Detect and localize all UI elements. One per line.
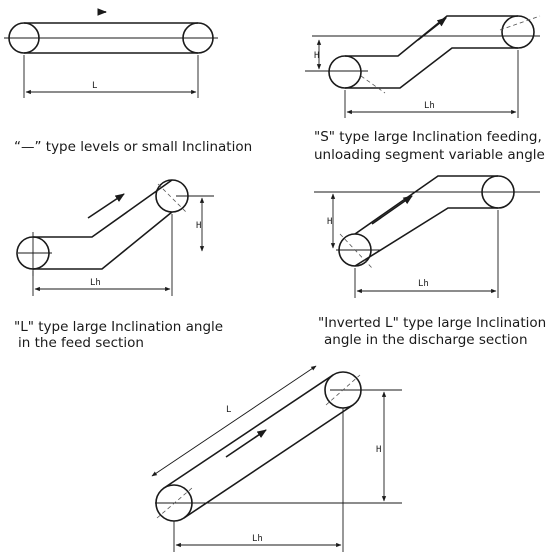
caption-horizontal: “—” type levels or small Inclination <box>14 139 253 155</box>
l-lower-belt <box>33 211 173 270</box>
s-direction-arrow <box>417 17 447 41</box>
caption-s-type-line2: unloading segment variable angle <box>314 147 545 163</box>
l-height-label: H <box>196 221 201 231</box>
horizontal-conveyor: L <box>4 8 218 98</box>
inclined-length-dimension <box>151 365 317 477</box>
inclined-height-label: H <box>376 445 381 455</box>
s-height-label: H <box>314 51 319 61</box>
inv-direction-arrow <box>371 195 413 225</box>
caption-l-type-line2: in the feed section <box>18 335 144 351</box>
length-label: L <box>92 81 97 91</box>
inverted-l-type-conveyor: H Lh <box>314 175 540 298</box>
l-direction-arrow <box>87 193 125 219</box>
caption-inverted-l-line1: "Inverted L" type large Inclination <box>318 315 547 331</box>
caption-inverted-l-line2: angle in the discharge section <box>324 332 528 348</box>
l-horizontal-length-label: Lh <box>90 278 101 288</box>
inclined-length-label: L <box>226 405 231 415</box>
inclined-conveyor: L H Lh <box>151 365 402 552</box>
inv-horizontal-length-label: Lh <box>418 279 429 289</box>
inv-height-label: H <box>327 217 332 227</box>
s-lower-belt <box>345 47 518 89</box>
inv-lower-belt <box>354 207 498 267</box>
s-horizontal-length-label: Lh <box>424 101 435 111</box>
s-tail-pulley <box>328 55 362 89</box>
l-type-conveyor: H Lh <box>16 179 214 296</box>
s-type-conveyor: H Lh <box>305 15 541 118</box>
caption-s-type-line1: "S" type large Inclination feeding, <box>314 129 542 145</box>
s-head-pulley <box>501 15 535 49</box>
l-upper-belt <box>33 179 173 238</box>
inclined-horizontal-length-label: Lh <box>252 534 263 544</box>
inv-upper-belt <box>354 175 498 235</box>
inclined-upper-belt <box>163 374 334 489</box>
caption-l-type-line1: "L" type large Inclination angle <box>14 319 224 335</box>
inclined-lower-belt <box>183 404 354 519</box>
